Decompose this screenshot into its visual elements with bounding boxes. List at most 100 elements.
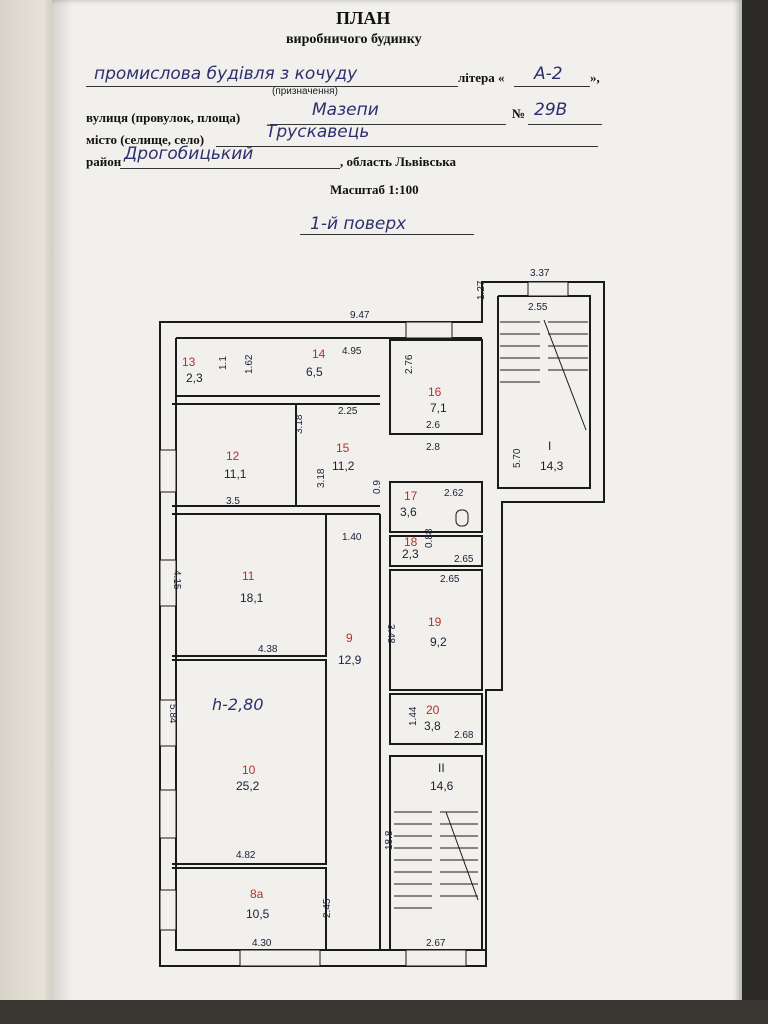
sheet-shadow — [52, 0, 72, 1008]
dimension-label: 0.9 — [372, 480, 383, 494]
room-area: 3,6 — [400, 505, 417, 519]
region-text: , область Львівська — [340, 154, 457, 169]
room-area: 6,5 — [306, 365, 323, 379]
desk-background — [0, 0, 62, 1024]
dimension-label: 2.65 — [454, 554, 474, 565]
room-number: 18 — [404, 535, 418, 549]
purpose-underline — [86, 86, 458, 87]
scale-label: Масштаб 1:100 — [330, 182, 419, 197]
district-label: район — [86, 154, 122, 169]
letter-label: літера « — [458, 70, 505, 85]
room-number: 16 — [428, 385, 442, 399]
desk-bottom — [0, 1000, 768, 1024]
room-number: I — [548, 439, 551, 453]
letter-close: », — [590, 70, 600, 85]
windows — [159, 281, 569, 967]
stair-ii-walls — [389, 755, 483, 951]
document-title: ПЛАН — [336, 8, 391, 28]
room-area: 25,2 — [236, 779, 260, 793]
dimension-label: 18.8 — [384, 830, 395, 850]
floor-underline — [300, 234, 474, 235]
dimension-label: 4.95 — [342, 346, 362, 357]
room-number: 11 — [242, 569, 255, 583]
dimension-label: 2.68 — [454, 730, 474, 741]
room-17-walls — [389, 481, 483, 533]
room-20-walls — [389, 693, 483, 745]
dimension-label: 2.67 — [426, 938, 446, 949]
letter-value: А-2 — [534, 64, 563, 84]
room-area: 11,1 — [224, 467, 247, 481]
outer-wall-outline — [159, 281, 605, 967]
room-area: 10,5 — [246, 907, 270, 921]
room-area: 7,1 — [430, 401, 447, 415]
number-value: 29В — [534, 100, 568, 120]
floor-label: 1-й поверх — [310, 214, 407, 234]
dimension-label: 2.65 — [440, 574, 460, 585]
dimension-label: 2.55 — [528, 302, 548, 313]
document-subtitle: виробничого будинку — [286, 32, 422, 47]
dimension-label: 9.47 — [350, 310, 370, 321]
room-area: 12,9 — [338, 653, 362, 667]
room-number: 20 — [426, 703, 440, 717]
dimension-label: 4.38 — [258, 644, 278, 655]
street-value: Мазепи — [312, 100, 379, 120]
dimension-label: 3.18 — [294, 414, 305, 434]
dimension-label: 1.1 — [218, 356, 229, 370]
city-underline — [216, 146, 598, 147]
room-18-walls — [389, 535, 483, 567]
dimension-label: 1.40 — [342, 532, 362, 543]
dimension-label: 4.82 — [236, 850, 256, 861]
room-area: 14,6 — [430, 779, 454, 793]
room-19-walls — [389, 569, 483, 691]
dimension-label: 2.76 — [404, 354, 415, 374]
dimension-label: 4.15 — [171, 570, 182, 590]
city-label: місто (селище, село) — [86, 132, 205, 147]
dimension-label: 0.88 — [424, 528, 435, 548]
left-partitions — [172, 395, 380, 950]
room-area: 18,1 — [240, 591, 264, 605]
dimension-label: 5.70 — [512, 448, 523, 468]
room-number: 14 — [312, 347, 326, 361]
purpose-caption: (призначення) — [272, 86, 338, 97]
district-underline — [120, 168, 340, 169]
room-number: 19 — [428, 615, 442, 629]
stair-i-steps — [500, 319, 588, 431]
dimension-label: 3.37 — [530, 268, 550, 279]
room-number: 8а — [250, 887, 264, 901]
purpose-value: промислова будівля з кочуду — [94, 64, 358, 84]
room-area: 11,2 — [332, 459, 355, 473]
dimension-label: 2.25 — [338, 406, 358, 417]
room-number: 17 — [404, 489, 418, 503]
room-number: 15 — [336, 441, 350, 455]
toilet-icon — [455, 509, 469, 527]
dimension-label: 2.6 — [426, 420, 440, 431]
street-underline — [270, 124, 506, 125]
letter-underline — [514, 86, 590, 87]
dimension-label: 2.62 — [444, 488, 464, 499]
street-label: вулиця (провулок, площа) — [86, 110, 241, 125]
room-area: 2,3 — [402, 547, 419, 561]
dimension-label: 1.27 — [476, 280, 487, 300]
dimension-label: 4.30 — [252, 938, 272, 949]
number-label: № — [512, 106, 526, 121]
corridor-walls — [296, 403, 381, 950]
room-area: 9,2 — [430, 635, 447, 649]
dimension-label: 5.84 — [167, 704, 178, 724]
room-area: 14,3 — [540, 459, 564, 473]
ceiling-height: h-2,80 — [212, 695, 264, 714]
room-16-walls — [389, 339, 483, 435]
dimension-label: 1.62 — [244, 354, 255, 374]
room-number: 9 — [346, 631, 353, 645]
dimension-label: 3.5 — [226, 496, 240, 507]
dimension-label: 3.18 — [316, 468, 327, 488]
stair-ii-steps — [394, 811, 479, 909]
room-area: 2,3 — [186, 371, 203, 385]
room-number: 13 — [182, 355, 196, 369]
room-area: 3,8 — [424, 719, 441, 733]
city-value: Трускавець — [266, 122, 370, 142]
room-number: II — [438, 761, 445, 775]
dimension-label: 3.48 — [385, 624, 396, 644]
number-underline — [528, 124, 602, 125]
district-value: Дрогобицький — [124, 144, 254, 164]
